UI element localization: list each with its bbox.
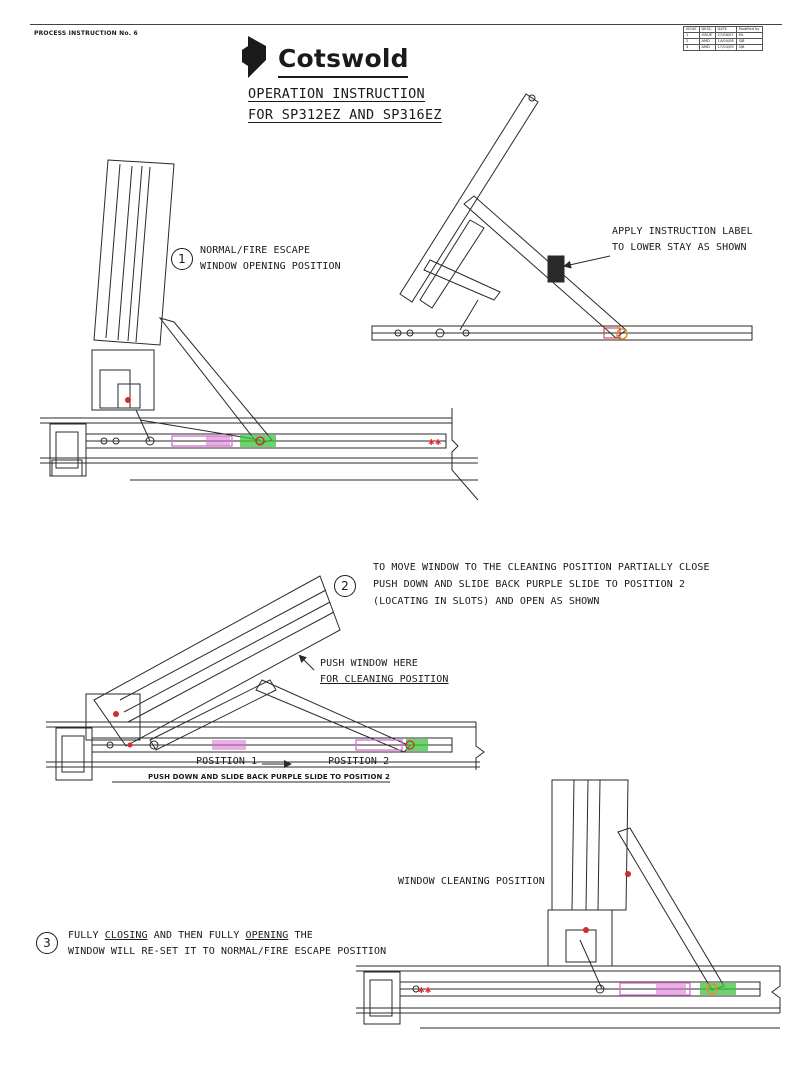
figure-1-normal-position (40, 159, 479, 501)
brand-name: Cotswold (278, 44, 409, 73)
stay-detail-label-position (371, 93, 753, 341)
slide-caption: PUSH DOWN AND SLIDE BACK PURPLE SLIDE TO… (148, 773, 390, 781)
step-3-closing-word: CLOSING (104, 930, 148, 941)
step-3-opening-word: OPENING (245, 930, 289, 941)
step-3-text-line-2: WINDOW WILL RE-SET IT TO NORMAL/FIRE ESC… (68, 946, 387, 957)
step-3-marker: 3 (36, 932, 58, 954)
title-line-1: OPERATION INSTRUCTION (248, 86, 425, 102)
position-1-label: POSITION 1 (196, 756, 258, 767)
step-2-text-line-2: PUSH DOWN AND SLIDE BACK PURPLE SLIDE TO… (373, 579, 686, 590)
step-1-text-line-1: NORMAL/FIRE ESCAPE (200, 245, 311, 256)
step-2-text-line-3: (LOCATING IN SLOTS) AND OPEN AS SHOWN (373, 596, 600, 607)
figure-1-color-markers: ✱✱ (125, 397, 442, 447)
label-callout-line-2: TO LOWER STAY AS SHOWN (612, 242, 747, 253)
stay-detail-markers (603, 327, 628, 340)
document-number: PROCESS INSTRUCTION No. 6 (34, 30, 138, 37)
svg-text:✱✱: ✱✱ (418, 986, 432, 995)
figure-3-color-markers: ✱✱ (418, 871, 736, 996)
step-1-marker: 1 (171, 248, 193, 270)
position-2-label: POSITION 2 (328, 756, 390, 767)
push-callout-line-2: FOR CLEANING POSITION (320, 674, 449, 685)
header-rule (30, 24, 782, 25)
step-2-text-line-1: TO MOVE WINDOW TO THE CLEANING POSITION … (373, 562, 710, 573)
revision-table: ISSUE DESC. DATE Modified by 1 ISSUE 27/… (683, 26, 763, 51)
revision-cell: 17/04/09 (714, 44, 737, 51)
logo-underline (278, 76, 408, 78)
cleaning-position-label: WINDOW CLEANING POSITION (398, 876, 545, 887)
revision-table-row: 3 AMD 17/04/09 SJB (683, 44, 763, 51)
step-2-marker: 2 (334, 575, 356, 597)
label-callout-line-1: APPLY INSTRUCTION LABEL (612, 226, 753, 237)
svg-text:✱✱: ✱✱ (428, 438, 442, 447)
cotswold-logo-icon (242, 36, 266, 78)
figure-2-cleaning-transition (46, 575, 485, 783)
step-1-text-line-2: WINDOW OPENING POSITION (200, 261, 341, 272)
step-3-text-part: THE (288, 930, 313, 941)
revision-cell: SJB (735, 44, 763, 51)
title-line-2: FOR SP312EZ AND SP316EZ (248, 107, 442, 123)
step-3-text-part: FULLY (68, 930, 105, 941)
step-3-text-part: AND THEN FULLY (147, 930, 246, 941)
push-callout-line-1: PUSH WINDOW HERE (320, 658, 418, 669)
figure-2-color-markers (113, 711, 428, 751)
step-3-text-line-1: FULLY CLOSING AND THEN FULLY OPENING THE (68, 928, 313, 944)
